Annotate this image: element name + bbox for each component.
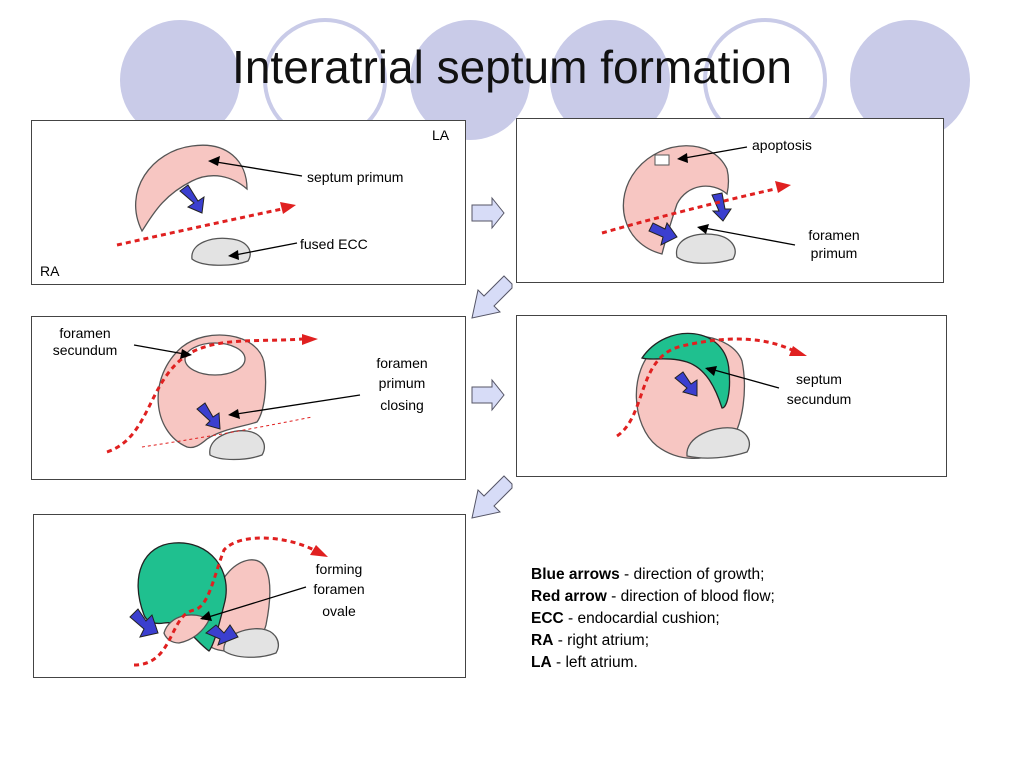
septum-primum-shape [622,145,730,255]
pointer-line [229,394,361,416]
background-circles [120,18,970,142]
legend-desc: - right atrium; [553,632,649,649]
legend-term: Blue arrows [531,566,620,583]
blue-growth-arrow [179,184,205,214]
pointer-line [698,226,796,246]
legend-row: Red arrow - direction of blood flow; [531,586,775,608]
blue-growth-arrow [648,221,678,246]
ecc-shape [209,430,265,461]
legend-row: ECC - endocardial cushion; [531,608,775,630]
legend-row: LA - left atrium. [531,652,775,674]
red-flow-arrow [106,337,303,454]
blue-growth-arrow [205,624,239,646]
red-flow-arrow [616,337,793,438]
legend-desc: - direction of growth; [619,566,765,583]
label-foramen-primum-1: foramen [808,227,860,243]
pointer-line [209,160,303,177]
panel-apoptosis: apoptosis foramen primum [516,118,944,283]
blue-growth-arrow [196,402,221,430]
legend-desc: - endocardial cushion; [563,610,720,627]
panel-3-drawing [106,334,361,461]
step-arrow-diagonal-2 [471,475,513,519]
fused-ecc-shape [191,237,251,266]
label-septum-secundum-2: secundum [786,391,852,407]
pointer-arrowhead [180,349,192,359]
label-forming-3: ovale [322,603,356,619]
label-foramen-secundum-1: foramen [59,325,111,341]
step-arrow-diagonal-1 [471,275,513,319]
label-foramen-primum-2: primum [810,245,858,261]
blue-growth-arrow [711,192,732,222]
pointer-arrowhead [208,156,220,166]
septum-primum-shape [135,144,248,233]
deco-circle [850,20,970,140]
red-flow-arrowhead [310,545,328,557]
legend-term: LA [531,654,552,671]
deco-circle [410,20,530,140]
red-flow-arrowhead [789,346,807,356]
panel-septum-primum: LA RA septum primum fused ECC [31,120,466,285]
pointer-line [706,367,780,389]
label-fused-ecc: fused ECC [300,236,368,252]
pointer-line [201,586,307,620]
apoptosis-hole [654,154,670,166]
label-closing-3: closing [380,397,424,413]
label-closing-1: foramen [376,355,428,371]
red-flow-arrow [133,536,315,667]
pointer-line [229,242,298,257]
pointer-arrowhead [677,153,688,163]
legend-term: Red arrow [531,588,607,605]
pointer-arrowhead [228,250,239,260]
red-flow-arrow [116,207,283,247]
legend-term: ECC [531,610,564,627]
legend-desc: - direction of blood flow; [606,588,775,605]
label-forming-2: foramen [313,581,365,597]
pointer-line [678,146,748,160]
legend: Blue arrows - direction of growth; Red a… [531,564,775,674]
red-flow-arrow-thin [141,416,313,448]
panel-foramen-secundum: foramen secundum foramen primum closing [31,316,466,480]
label-forming-1: forming [315,561,363,577]
label-apoptosis: apoptosis [752,137,812,153]
panel-5-drawing [129,536,328,667]
deco-circle [120,20,240,140]
blue-growth-arrow [129,608,159,638]
pointer-arrowhead [705,366,717,376]
pointer-line [133,344,191,356]
ecc-shape [686,427,750,459]
step-arrow-right-1 [471,196,505,230]
red-flow-arrowhead [302,334,318,345]
slide-title: Interatrial septum formation [232,41,792,93]
pointer-arrowhead [200,611,212,621]
panel-1-drawing [116,144,303,266]
panel-2-drawing [601,145,796,264]
pointer-arrowhead [228,409,240,419]
ecc-shape [675,233,736,264]
deco-circle [550,20,670,140]
legend-term: RA [531,632,554,649]
label-foramen-secundum-2: secundum [52,342,118,358]
panel-septum-secundum: septum secundum [516,315,947,477]
panel-4-drawing [616,332,807,460]
red-flow-arrow [601,187,776,235]
legend-row: RA - right atrium; [531,630,775,652]
legend-row: Blue arrows - direction of growth; [531,564,775,586]
pointer-arrowhead [697,224,709,234]
septum-secundum-shape [640,332,731,409]
blue-growth-arrow [674,371,698,397]
panel-foramen-ovale: forming foramen ovale [33,514,466,678]
red-flow-arrowhead [280,202,296,214]
label-septum-primum: septum primum [307,169,404,185]
foramen-secundum-hole [184,342,246,376]
legend-desc: - left atrium. [551,654,638,671]
step-arrow-right-2 [471,378,505,412]
label-septum-secundum-1: septum [796,371,842,387]
label-la: LA [432,127,450,143]
red-flow-arrowhead [775,181,791,193]
label-closing-2: primum [378,375,426,391]
label-ra: RA [40,263,60,279]
